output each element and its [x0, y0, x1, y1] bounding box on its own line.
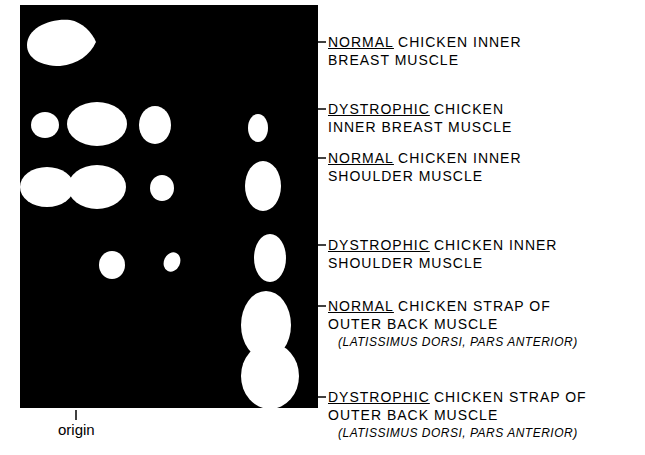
sample-label: DYSTROPHICCHICKEN STRAP OF OUTER BACK MU…	[328, 388, 623, 424]
sample-label: NORMALCHICKEN INNER BREAST MUSCLE	[328, 33, 553, 69]
condition-word: DYSTROPHIC	[328, 101, 430, 117]
sample-label: DYSTROPHICCHICKEN INNER SHOULDER MUSCLE	[328, 236, 608, 272]
protein-bands	[20, 20, 299, 409]
gel-background	[20, 5, 318, 408]
latin-muscle-name: (LATISSIMUS DORSI, PARS ANTERIOR)	[338, 334, 578, 350]
sample-label: NORMALCHICKEN STRAP OF OUTER BACK MUSCLE	[328, 297, 578, 333]
condition-word: NORMAL	[328, 150, 394, 166]
latin-muscle-name: (LATISSIMUS DORSI, PARS ANTERIOR)	[338, 425, 578, 441]
sample-label: NORMALCHICKEN INNER SHOULDER MUSCLE	[328, 149, 568, 185]
condition-word: NORMAL	[328, 298, 394, 314]
leader-dashes	[318, 42, 326, 397]
origin-label: origin	[58, 421, 95, 439]
origin-tick	[75, 410, 77, 420]
condition-word: NORMAL	[328, 34, 394, 50]
condition-word: DYSTROPHIC	[328, 237, 430, 253]
sample-label: DYSTROPHICCHICKEN INNER BREAST MUSCLE	[328, 100, 538, 136]
condition-word: DYSTROPHIC	[328, 389, 430, 405]
